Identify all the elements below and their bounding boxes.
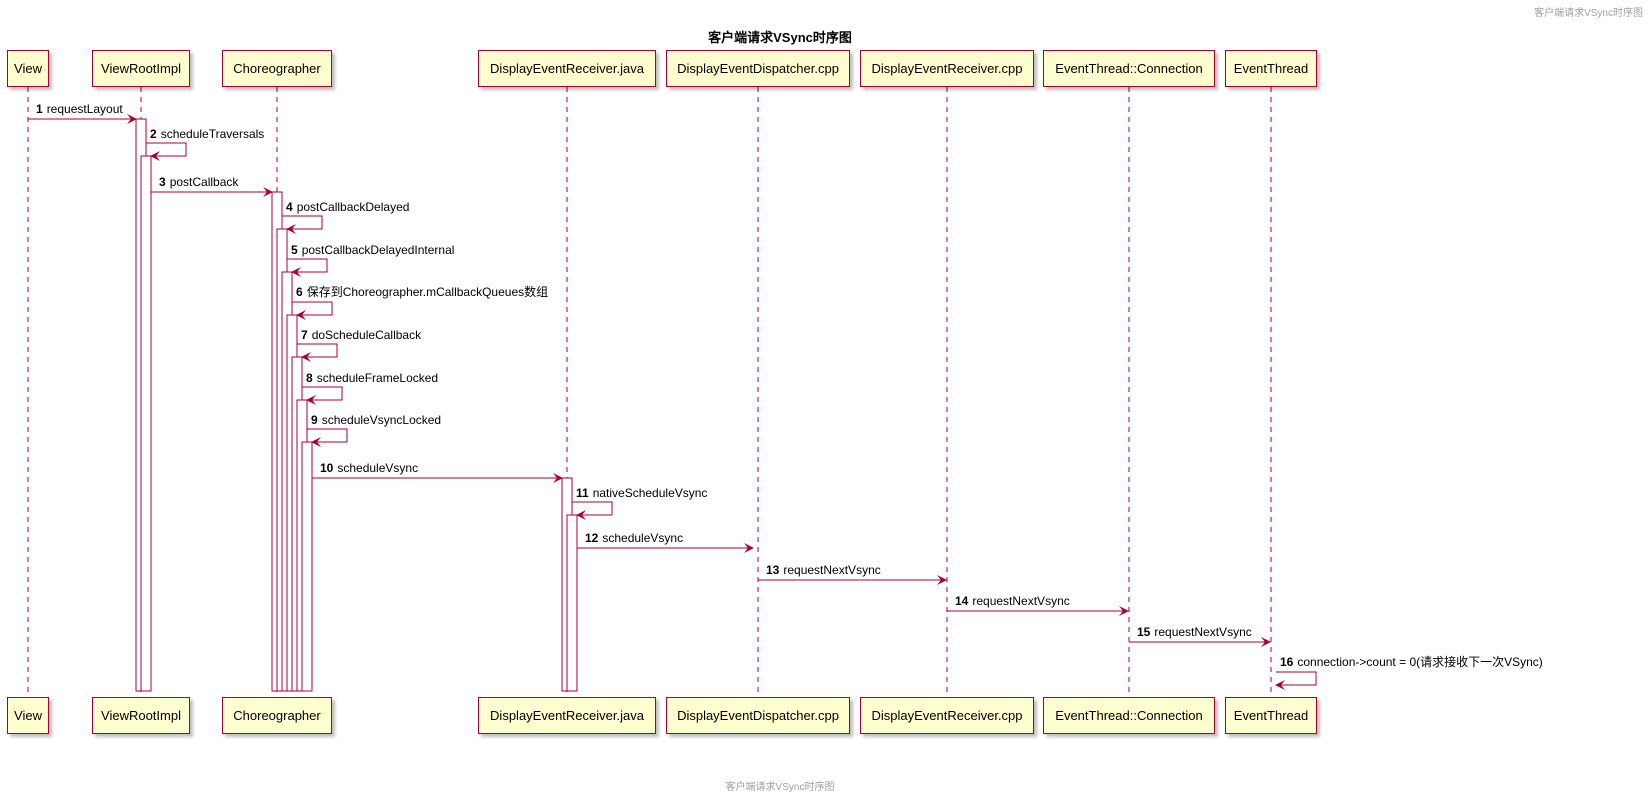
message-number: 8 (306, 371, 313, 385)
message-number: 10 (320, 461, 334, 475)
message-number: 1 (36, 102, 43, 116)
footer-title: 客户端请求VSync时序图 (725, 782, 835, 793)
message-text: scheduleFrameLocked (316, 371, 439, 385)
participant-top-7: EventThread (1225, 50, 1317, 87)
message-text: requestNextVsync (783, 563, 881, 577)
participant-top-0: View (7, 50, 49, 87)
message-arrow-16 (1275, 671, 1317, 690)
message-text: requestLayout (46, 102, 123, 116)
participant-top-1: ViewRootImpl (92, 50, 190, 87)
message-number: 16 (1280, 655, 1294, 669)
participant-bottom-7: EventThread (1225, 697, 1317, 734)
message-text: postCallbackDelayed (296, 200, 410, 214)
message-arrow-6 (292, 301, 333, 320)
participant-top-5: DisplayEventReceiver.cpp (860, 50, 1034, 87)
participant-top-6: EventThread::Connection (1043, 50, 1215, 87)
message-number: 11 (576, 486, 589, 500)
participant-top-3: DisplayEventReceiver.java (478, 50, 656, 87)
message-text: scheduleVsync (337, 461, 419, 475)
diagram-title: 客户端请求VSync时序图 (708, 30, 852, 45)
message-text: nativeScheduleVsync (592, 486, 708, 500)
message-text: postCallback (169, 175, 239, 189)
participant-bottom-1: ViewRootImpl (92, 697, 190, 734)
message-number: 4 (286, 200, 293, 214)
message-number: 13 (766, 563, 780, 577)
message-arrow-5 (287, 258, 328, 277)
message-arrow-11 (572, 501, 613, 520)
message-number: 14 (955, 594, 969, 608)
participant-bottom-6: EventThread::Connection (1043, 697, 1215, 734)
message-number: 5 (291, 243, 298, 257)
message-text: 保存到Choreographer.mCallbackQueues数组 (306, 285, 549, 299)
message-text: scheduleVsync (602, 531, 684, 545)
message-number: 12 (585, 531, 599, 545)
message-text: scheduleVsyncLocked (321, 413, 442, 427)
participant-bottom-0: View (7, 697, 49, 734)
participant-top-4: DisplayEventDispatcher.cpp (666, 50, 850, 87)
message-arrow-2 (146, 142, 187, 161)
message-number: 3 (159, 175, 166, 189)
participant-bottom-2: Choreographer (222, 697, 332, 734)
message-number: 6 (296, 285, 303, 299)
message-text: requestNextVsync (972, 594, 1070, 608)
participant-bottom-4: DisplayEventDispatcher.cpp (666, 697, 850, 734)
message-text: scheduleTraversals (160, 127, 265, 141)
message-arrow-8 (302, 386, 343, 405)
message-text: doScheduleCallback (311, 328, 422, 342)
message-number: 9 (311, 413, 318, 427)
message-text: connection->count = 0(请求接收下一次VSync) (1297, 655, 1543, 669)
activation-bar-1 (140, 155, 152, 692)
message-text: requestNextVsync (1154, 625, 1252, 639)
message-arrow-9 (307, 428, 348, 447)
activation-bar-8 (301, 441, 313, 692)
message-arrow-4 (282, 215, 323, 234)
participant-top-2: Choreographer (222, 50, 332, 87)
participant-bottom-5: DisplayEventReceiver.cpp (860, 697, 1034, 734)
message-number: 7 (301, 328, 308, 342)
message-number: 15 (1137, 625, 1151, 639)
participant-bottom-3: DisplayEventReceiver.java (478, 697, 656, 734)
activation-bar-10 (566, 514, 578, 692)
message-text: postCallbackDelayedInternal (301, 243, 455, 257)
message-number: 2 (150, 127, 157, 141)
message-arrow-7 (297, 343, 338, 362)
corner-title: 客户端请求VSync时序图 (1534, 8, 1643, 19)
